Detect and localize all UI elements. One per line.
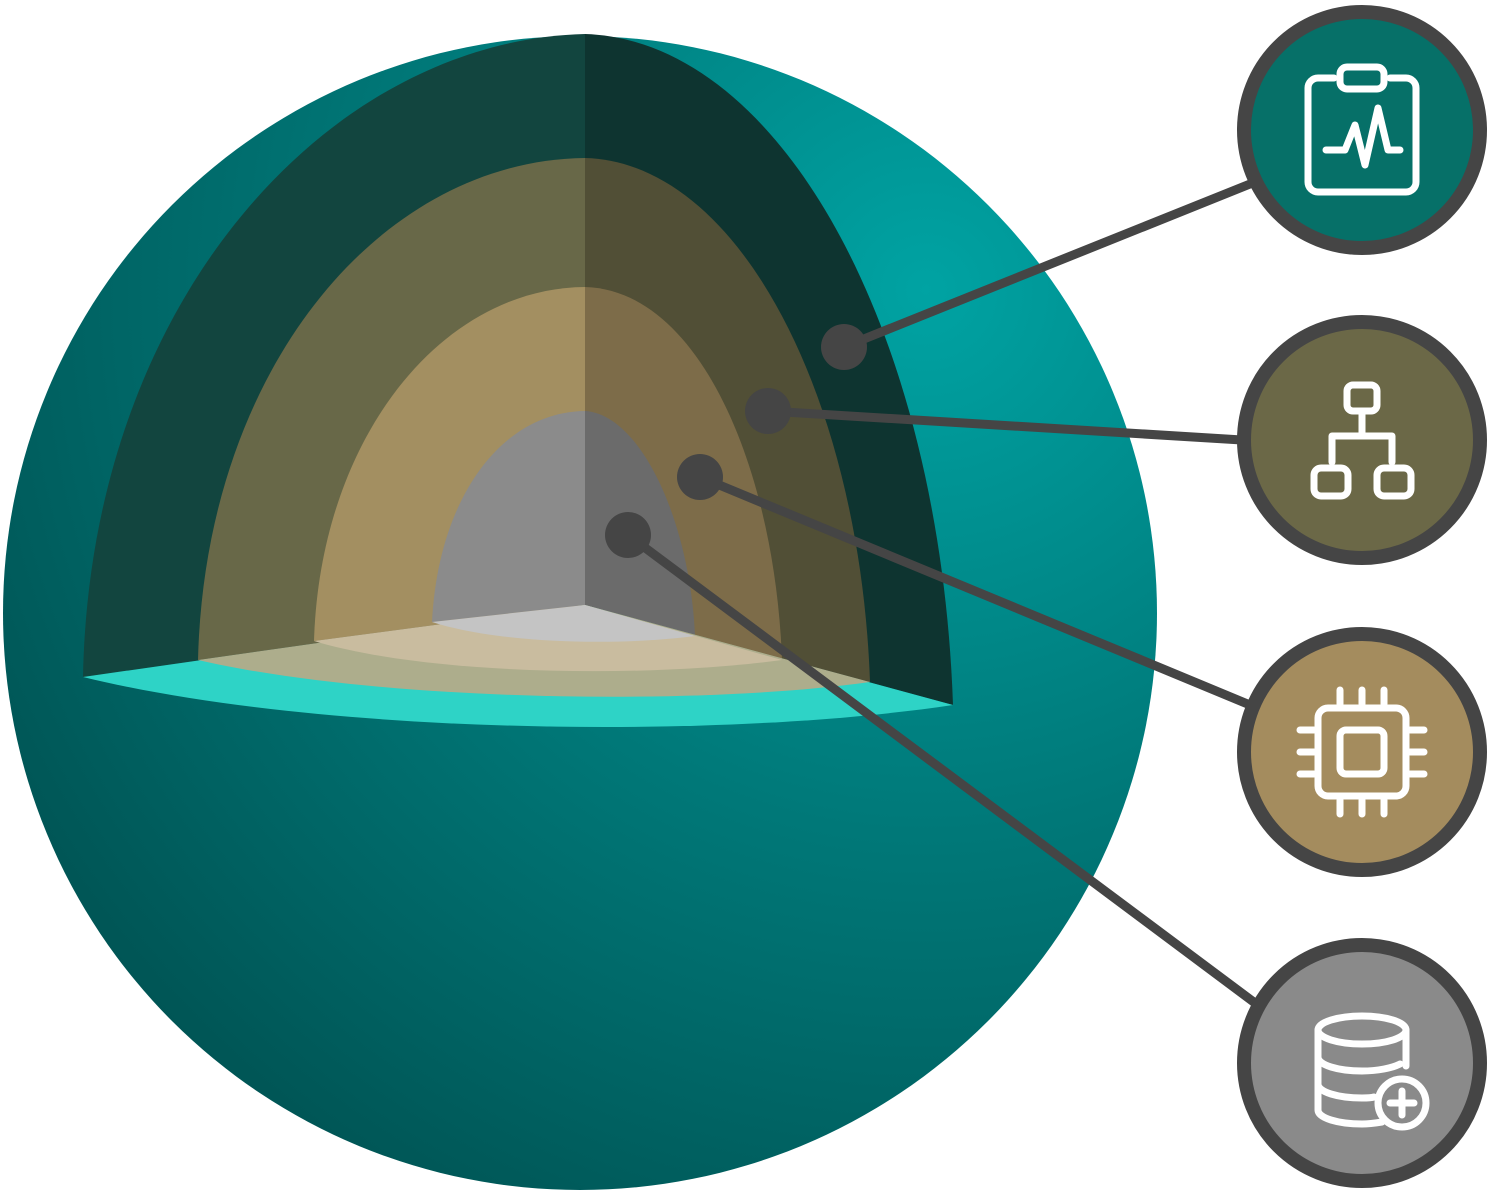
processor-chip-icon (1296, 686, 1428, 818)
badge-database[interactable] (1237, 938, 1487, 1188)
connector-dots (605, 324, 867, 558)
connector-mantle (763, 406, 1247, 445)
dot-inner-core (605, 512, 651, 558)
badge-chip[interactable] (1237, 627, 1487, 877)
dot-mantle (745, 388, 791, 434)
dot-outer-core (677, 454, 723, 500)
dot-crust (821, 324, 867, 370)
clipboard-pulse-icon (1304, 63, 1420, 196)
connector-inner-core (623, 530, 1260, 1008)
database-add-icon (1314, 1012, 1430, 1131)
cut-floor (83, 605, 953, 727)
connector-crust (839, 177, 1260, 352)
network-hierarchy-icon (1310, 381, 1415, 500)
connector-outer-core (695, 472, 1255, 710)
badge-network[interactable] (1237, 315, 1487, 565)
badge-clipboard[interactable] (1237, 5, 1487, 255)
connector-lines (623, 177, 1260, 1008)
